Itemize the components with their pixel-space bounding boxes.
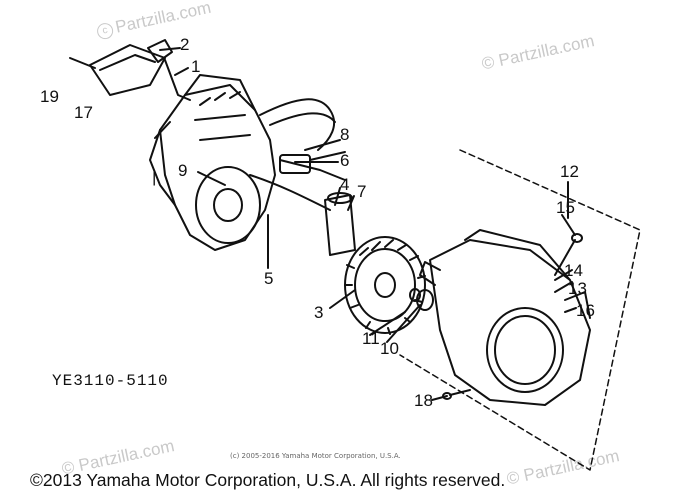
footer-copyright: ©2013 Yamaha Motor Corporation, U.S.A. A… <box>30 470 506 490</box>
callout-16: 16 <box>576 301 595 320</box>
callout-15: 15 <box>556 198 575 217</box>
cover-plate <box>89 44 166 96</box>
flywheel <box>344 236 426 334</box>
callout-6: 6 <box>340 151 350 170</box>
callout-17: 17 <box>74 103 93 122</box>
callout-8: 8 <box>340 125 350 144</box>
callout-18: 18 <box>414 391 433 410</box>
flywheel-mount <box>195 166 261 244</box>
model-code: YE3110-5110 <box>52 372 169 390</box>
callout-14: 14 <box>564 261 583 280</box>
callout-2: 2 <box>180 35 190 54</box>
callout-10: 10 <box>380 339 399 358</box>
callout-9: 9 <box>178 161 188 180</box>
callout-13: 13 <box>568 279 587 298</box>
bolt-19 <box>69 57 96 69</box>
fan-shroud <box>429 239 591 406</box>
callout-19: 19 <box>40 87 59 106</box>
callout-7: 7 <box>357 182 367 201</box>
ignition-coil <box>279 154 311 174</box>
callout-5: 5 <box>264 269 274 288</box>
callout-4: 4 <box>340 175 350 194</box>
callout-11: 11 <box>362 329 380 348</box>
wire <box>259 98 336 151</box>
condenser <box>324 194 356 256</box>
callout-3: 3 <box>314 303 324 322</box>
small-copyright: (c) 2005-2016 Yamaha Motor Corporation, … <box>230 452 401 460</box>
callout-misc: | <box>152 167 157 186</box>
callout-1: 1 <box>191 57 201 76</box>
callout-12: 12 <box>560 162 579 181</box>
